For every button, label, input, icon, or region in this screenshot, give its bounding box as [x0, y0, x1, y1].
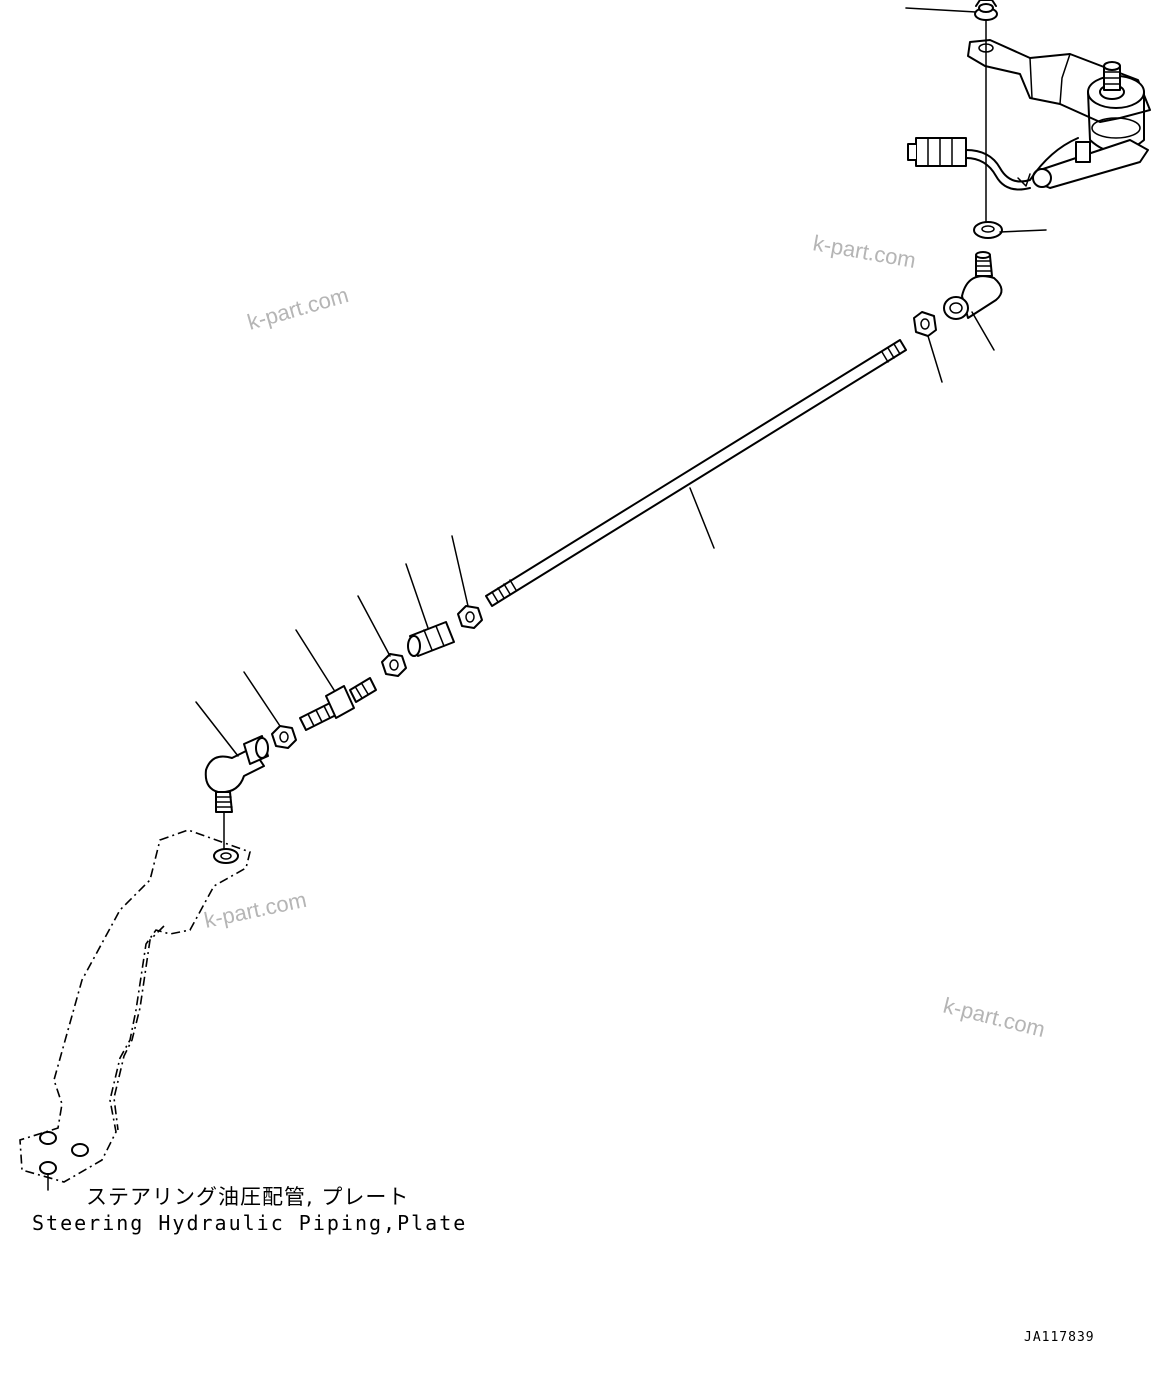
- caption-english: Steering Hydraulic Piping,Plate: [32, 1211, 467, 1235]
- watermark-1: k-part.com: [244, 282, 351, 335]
- hex-nut-rod: [457, 605, 483, 629]
- hex-nut-upper-right: [913, 311, 937, 337]
- washer-upper: [973, 221, 1003, 239]
- threaded-adapter: [299, 677, 377, 731]
- coupling-sleeve: [407, 621, 455, 657]
- watermark-2: k-part.com: [811, 230, 918, 273]
- watermark-4: k-part.com: [941, 993, 1048, 1042]
- threaded-rod: [485, 339, 907, 607]
- leader-lines: [195, 7, 1047, 757]
- hex-nut-middle: [381, 653, 407, 677]
- top-flange-bolt: [974, 0, 998, 21]
- caption-japanese: ステアリング油圧配管, プレート: [86, 1185, 409, 1209]
- drawing-code: JA117839: [1024, 1330, 1095, 1345]
- sensor-bracket-assembly: [907, 0, 1151, 191]
- ball-joint-upper: [943, 251, 1003, 320]
- hex-nut-lower: [271, 725, 297, 749]
- mounting-bracket: [19, 829, 251, 1191]
- ball-joint-lower: [204, 735, 269, 813]
- watermark-3: k-part.com: [202, 887, 309, 933]
